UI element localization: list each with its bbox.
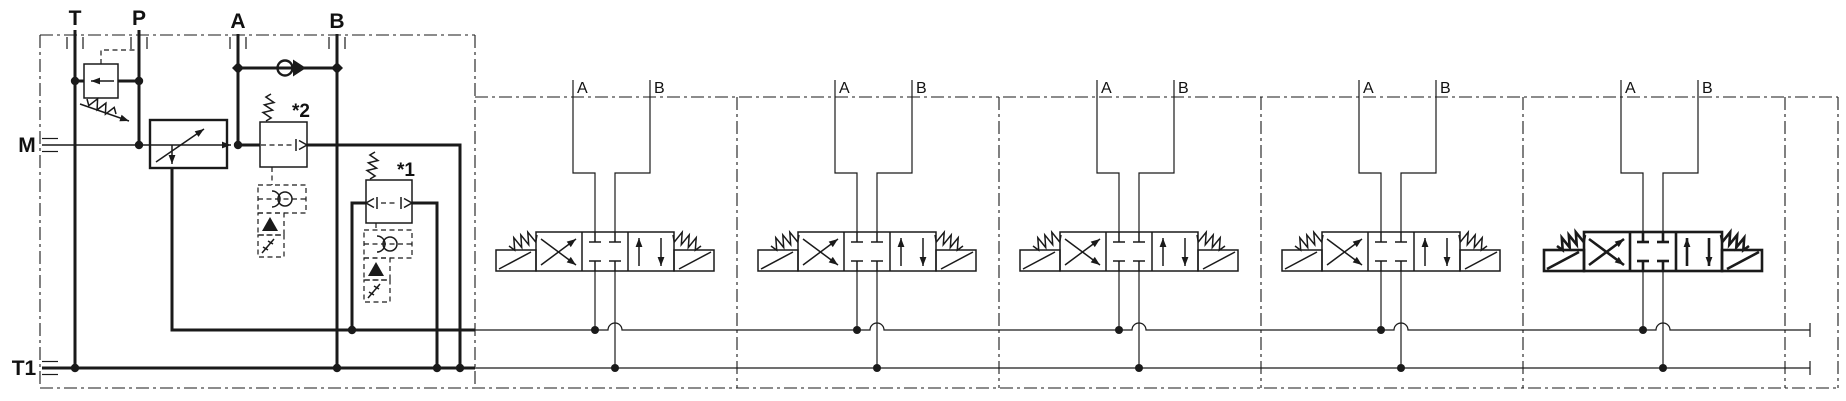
- service-line-a: [572, 80, 596, 232]
- section-4-port-b-label: B: [1440, 80, 1451, 97]
- line: [1284, 251, 1318, 270]
- actuator-box-right: [935, 249, 977, 272]
- flow-control-valve: [148, 118, 229, 170]
- section-3-port-b-label: B: [1178, 80, 1189, 97]
- centering-spring-left: [1556, 228, 1587, 253]
- line: [678, 251, 712, 270]
- relief-2-spring: [261, 93, 276, 122]
- section-3-port-a-label: A: [1101, 80, 1112, 97]
- flow-valve-adjust-arrow: [155, 128, 205, 163]
- port-label-b: B: [329, 10, 344, 33]
- p-junction-dot: [1639, 326, 1647, 334]
- centering-spring-right: [672, 229, 702, 252]
- port-ticks: [42, 37, 346, 376]
- centering-spring-left: [770, 229, 800, 252]
- actuator-box-left: [495, 249, 537, 272]
- relief-cartridge-2: *2: [238, 101, 462, 368]
- section-4-port-a-label: A: [1363, 80, 1374, 97]
- check-valve-seat: [293, 59, 306, 77]
- service-line-a: [834, 80, 858, 232]
- line: [1546, 250, 1580, 271]
- port-label-t1: T1: [12, 357, 37, 380]
- line: [1726, 250, 1760, 271]
- centering-spring-right: [1719, 228, 1750, 253]
- actuator-box-right: [1197, 249, 1239, 272]
- section-1-port-a-label: A: [577, 80, 588, 97]
- service-line-b: [1662, 80, 1699, 232]
- section-1-port-b-label: B: [654, 80, 665, 97]
- p-junction-dot: [1115, 326, 1123, 334]
- service-line-a: [1620, 80, 1644, 232]
- line: [498, 251, 532, 270]
- junction-diamond-a: [232, 62, 244, 74]
- line: [1202, 251, 1236, 270]
- line: [1022, 251, 1056, 270]
- relief-2-discharge: [307, 143, 462, 368]
- relief-1-label: *1: [397, 160, 415, 181]
- actuator-box-left: [1542, 248, 1586, 273]
- p-junction-dot: [591, 326, 599, 334]
- centering-spring-right: [934, 229, 964, 252]
- centering-spring-left: [1294, 229, 1324, 252]
- actuator-box-left: [1281, 249, 1323, 272]
- actuator-box-left: [1019, 249, 1061, 272]
- centering-spring-right: [1458, 229, 1488, 252]
- section-2-port-a-label: A: [839, 80, 850, 97]
- actuator-box-right: [673, 249, 715, 272]
- t-junction-dot: [873, 364, 881, 372]
- pressure-rail: [475, 322, 1810, 331]
- centering-spring-left: [508, 229, 538, 252]
- t-junction-dot: [1397, 364, 1405, 372]
- relief-cartridge-1: *1: [350, 160, 439, 368]
- port-label-m: M: [18, 134, 36, 157]
- port-label-t: T: [69, 7, 82, 30]
- junction-dots: [70, 76, 465, 373]
- line: [940, 251, 974, 270]
- service-line-b: [876, 80, 913, 232]
- service-line-a: [1096, 80, 1120, 232]
- relief-2-label: *2: [292, 101, 310, 122]
- section-5-port-a-label: A: [1625, 80, 1636, 97]
- p-junction-dot: [853, 326, 861, 334]
- actuator-box-left: [757, 249, 799, 272]
- main-relief-valve: [75, 49, 139, 99]
- block-boundaries: [39, 34, 1839, 389]
- p-junction-dot: [1377, 326, 1385, 334]
- relief-1-discharge: [412, 201, 439, 368]
- relief-pilot-line: [100, 49, 139, 64]
- port-label-a: A: [230, 10, 245, 33]
- service-line-a: [1358, 80, 1382, 232]
- actuator-box-right: [1459, 249, 1501, 272]
- carry-line: [170, 168, 475, 332]
- line: [1464, 251, 1498, 270]
- service-line-b: [614, 80, 651, 232]
- t-junction-dot: [611, 364, 619, 372]
- check-valve: [232, 59, 343, 77]
- t-junction-dot: [1135, 364, 1143, 372]
- centering-spring-right: [1196, 229, 1226, 252]
- inlet-decorations: [79, 77, 380, 180]
- section-2-port-b-label: B: [916, 80, 927, 97]
- relief-1-spring: [365, 151, 380, 180]
- line: [760, 251, 794, 270]
- relief-spring: [86, 97, 117, 116]
- junction-diamond-b: [331, 62, 343, 74]
- centering-spring-left: [1032, 229, 1062, 252]
- t-junction-dot: [1659, 364, 1667, 372]
- service-line-b: [1138, 80, 1175, 232]
- actuator-box-right: [1720, 248, 1764, 273]
- service-line-b: [1400, 80, 1437, 232]
- section-5-port-b-label: B: [1702, 80, 1713, 97]
- inlet-section: T P A B M T1: [12, 7, 475, 380]
- relief-1-inlet-line: [350, 201, 366, 330]
- port-label-p: P: [132, 7, 146, 30]
